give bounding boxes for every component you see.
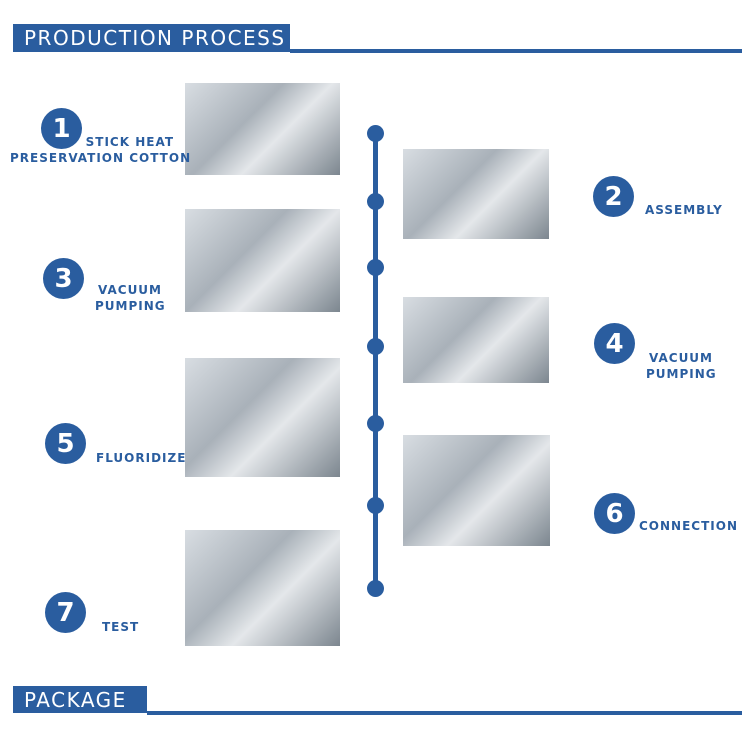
step-7-photo [185, 530, 340, 646]
timeline-dot [367, 497, 384, 514]
package-divider [147, 711, 742, 715]
step-4-number: 4 [594, 323, 635, 364]
step-4-photo [403, 297, 549, 383]
step-3-photo [185, 209, 340, 312]
step-1-number: 1 [41, 108, 82, 149]
timeline-line [373, 133, 378, 588]
header-divider [290, 49, 742, 53]
step-6-photo [403, 435, 550, 546]
step-2-label: ASSEMBLY [645, 203, 723, 217]
step-7-label: TEST [102, 620, 140, 634]
step-6-label: CONNECTION [639, 519, 738, 533]
timeline-dot [367, 193, 384, 210]
section-title-production: PRODUCTION PROCESS [13, 24, 290, 52]
step-5-photo [185, 358, 340, 477]
timeline-dot [367, 259, 384, 276]
timeline-dot [367, 580, 384, 597]
timeline-dot [367, 338, 384, 355]
step-5-label: FLUORIDIZE [96, 451, 187, 465]
step-3-number: 3 [43, 258, 84, 299]
step-1-photo [185, 83, 340, 175]
step-2-number: 2 [593, 176, 634, 217]
step-2-photo [403, 149, 549, 239]
section-title-package: PACKAGE [13, 686, 147, 713]
step-5-number: 5 [45, 423, 86, 464]
step-7-number: 7 [45, 592, 86, 633]
step-6-number: 6 [594, 493, 635, 534]
timeline-dot [367, 125, 384, 142]
timeline-dot [367, 415, 384, 432]
